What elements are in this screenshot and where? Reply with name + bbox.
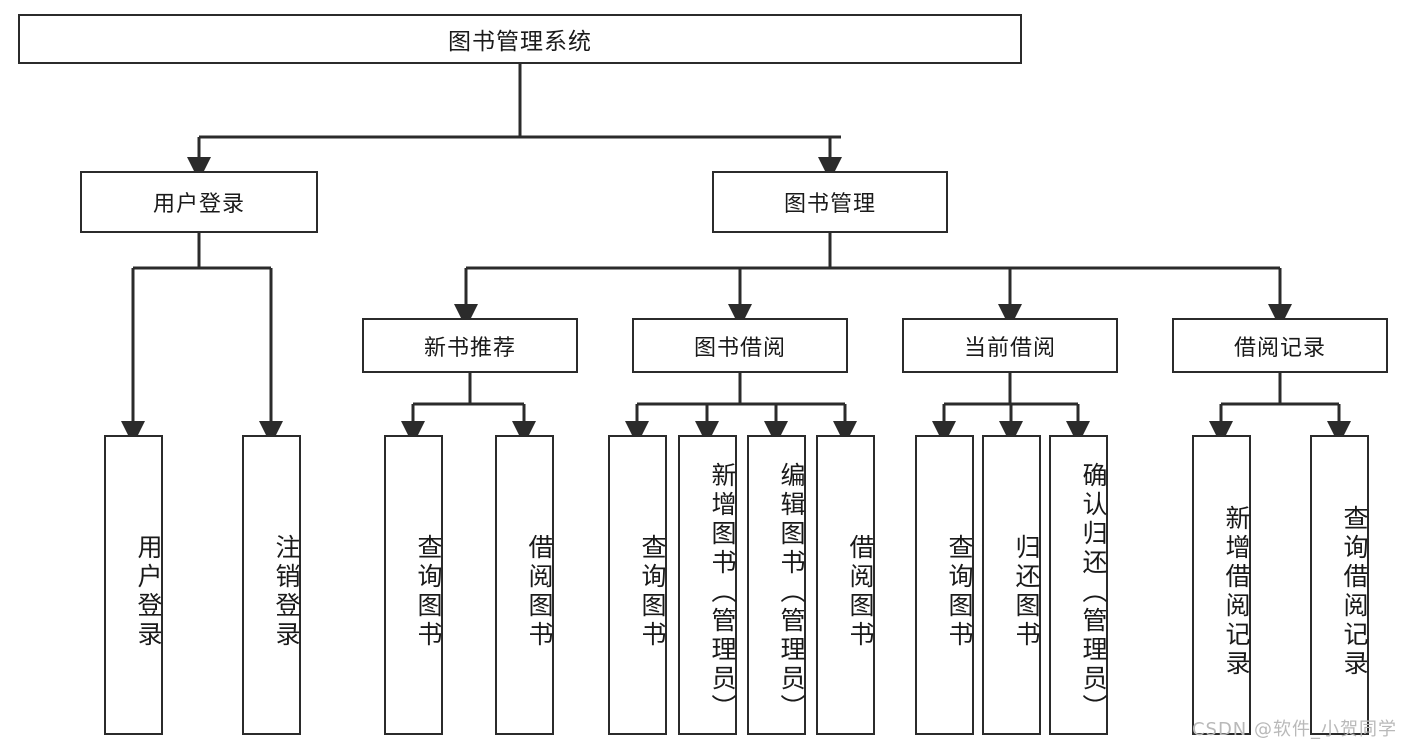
node-book-management-label: 图书管理 — [783, 192, 876, 217]
node-leaf-logout[interactable]: 注销登录 — [242, 435, 301, 735]
node-leaf-edit-book[interactable]: 编辑图书（管理员） — [747, 435, 806, 735]
node-current-borrow-label: 当前借阅 — [963, 335, 1056, 361]
node-leaf-logout-label: 注销登录 — [272, 534, 301, 650]
node-leaf-borrow-book-1-label: 借阅图书 — [525, 534, 554, 650]
node-leaf-confirm-return-label: 确认归还（管理员） — [1079, 461, 1108, 723]
node-leaf-query-book-3-label: 查询图书 — [945, 534, 974, 650]
node-leaf-query-book-2[interactable]: 查询图书 — [608, 435, 667, 735]
node-leaf-borrow-book-1[interactable]: 借阅图书 — [495, 435, 554, 735]
node-new-book-recommend[interactable]: 新书推荐 — [362, 318, 578, 373]
node-current-borrow[interactable]: 当前借阅 — [902, 318, 1118, 373]
node-leaf-borrow-book-2[interactable]: 借阅图书 — [816, 435, 875, 735]
node-leaf-add-book[interactable]: 新增图书（管理员） — [678, 435, 737, 735]
node-leaf-query-book-2-label: 查询图书 — [638, 534, 667, 650]
node-leaf-return-book[interactable]: 归还图书 — [982, 435, 1041, 735]
node-book-management[interactable]: 图书管理 — [712, 171, 948, 233]
node-leaf-query-book-3[interactable]: 查询图书 — [915, 435, 974, 735]
node-leaf-query-book-1[interactable]: 查询图书 — [384, 435, 443, 735]
node-borrow-record-label: 借阅记录 — [1233, 335, 1326, 361]
node-leaf-user-login[interactable]: 用户登录 — [104, 435, 163, 735]
node-user-login-label: 用户登录 — [152, 192, 245, 217]
node-leaf-edit-book-label: 编辑图书（管理员） — [777, 461, 806, 723]
node-user-login[interactable]: 用户登录 — [80, 171, 318, 233]
node-leaf-query-book-1-label: 查询图书 — [414, 534, 443, 650]
node-root-label: 图书管理系统 — [448, 29, 592, 55]
node-leaf-add-record-label: 新增借阅记录 — [1222, 505, 1251, 679]
node-leaf-query-record-label: 查询借阅记录 — [1340, 505, 1369, 679]
node-leaf-query-record[interactable]: 查询借阅记录 — [1310, 435, 1369, 735]
node-leaf-return-book-label: 归还图书 — [1012, 534, 1041, 650]
node-new-book-recommend-label: 新书推荐 — [423, 335, 516, 361]
node-book-borrow[interactable]: 图书借阅 — [632, 318, 848, 373]
node-leaf-add-record[interactable]: 新增借阅记录 — [1192, 435, 1251, 735]
node-borrow-record[interactable]: 借阅记录 — [1172, 318, 1388, 373]
node-book-borrow-label: 图书借阅 — [693, 335, 786, 361]
node-leaf-user-login-label: 用户登录 — [134, 534, 163, 650]
node-leaf-add-book-label: 新增图书（管理员） — [708, 461, 737, 723]
node-leaf-confirm-return[interactable]: 确认归还（管理员） — [1049, 435, 1108, 735]
node-leaf-borrow-book-2-label: 借阅图书 — [846, 534, 875, 650]
watermark: CSDN @软件_小贺同学 — [1191, 719, 1397, 740]
node-root[interactable]: 图书管理系统 — [18, 14, 1022, 64]
